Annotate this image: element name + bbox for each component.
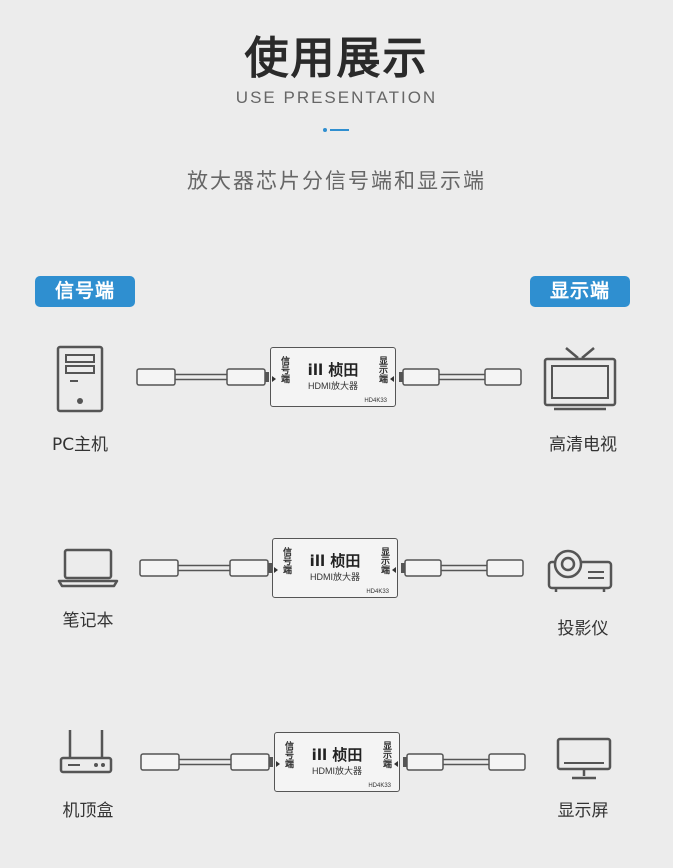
projector-icon [547,549,613,592]
page-subtitle: USE PRESENTATION [235,88,438,107]
pc-tower-icon [56,345,104,413]
amp-signal-side-label: 信号端 [283,741,293,768]
hdmi-cable-left [139,559,272,577]
amp-signal-side-label: 信号端 [281,547,291,574]
hdmi-amplifier: 信号端 ill 桢田 HDMI放大器 显示端 HD4K33 [274,732,400,792]
amp-display-side-label: 显示端 [377,356,387,383]
amp-display-side-label: 显示端 [381,741,391,768]
hdmi-cable-left [136,368,269,386]
signal-side-badge: 信号端 [35,276,135,307]
hdmi-cable-right [401,559,524,577]
hdmi-cable-right [403,753,526,771]
hdmi-amplifier: 信号端 ill 桢田 HDMI放大器 显示端 HD4K33 [270,347,396,407]
hdmi-cable-right [399,368,522,386]
hdmi-cable-left [140,753,273,771]
laptop-icon [57,548,119,588]
tv-icon [543,347,617,411]
monitor-icon [556,737,612,780]
source-label: 笔记本 [62,611,114,631]
amp-brand: ill 桢田 [307,361,359,379]
source-label: 机顶盒 [62,801,114,821]
amp-model: HDMI放大器 [312,766,362,776]
amp-code: HD4K33 [368,783,391,789]
source-label: PC主机 [51,435,109,455]
amp-model: HDMI放大器 [310,572,360,582]
page-title: 使用展示 [244,33,429,84]
hdmi-amplifier: 信号端 ill 桢田 HDMI放大器 显示端 HD4K33 [272,538,398,598]
router-icon [59,730,113,774]
amp-code: HD4K33 [366,589,389,595]
amp-brand: ill 桢田 [311,746,363,764]
display-side-badge: 显示端 [530,276,630,307]
accent-divider [323,128,349,132]
amp-model: HDMI放大器 [308,381,358,391]
amp-display-side-label: 显示端 [379,547,389,574]
target-label: 高清电视 [549,435,617,455]
target-label: 投影仪 [557,619,609,639]
amp-signal-side-label: 信号端 [279,356,289,383]
amp-brand: ill 桢田 [309,552,361,570]
amp-code: HD4K33 [364,398,387,404]
target-label: 显示屏 [557,801,609,821]
page-description: 放大器芯片分信号端和显示端 [187,169,486,193]
